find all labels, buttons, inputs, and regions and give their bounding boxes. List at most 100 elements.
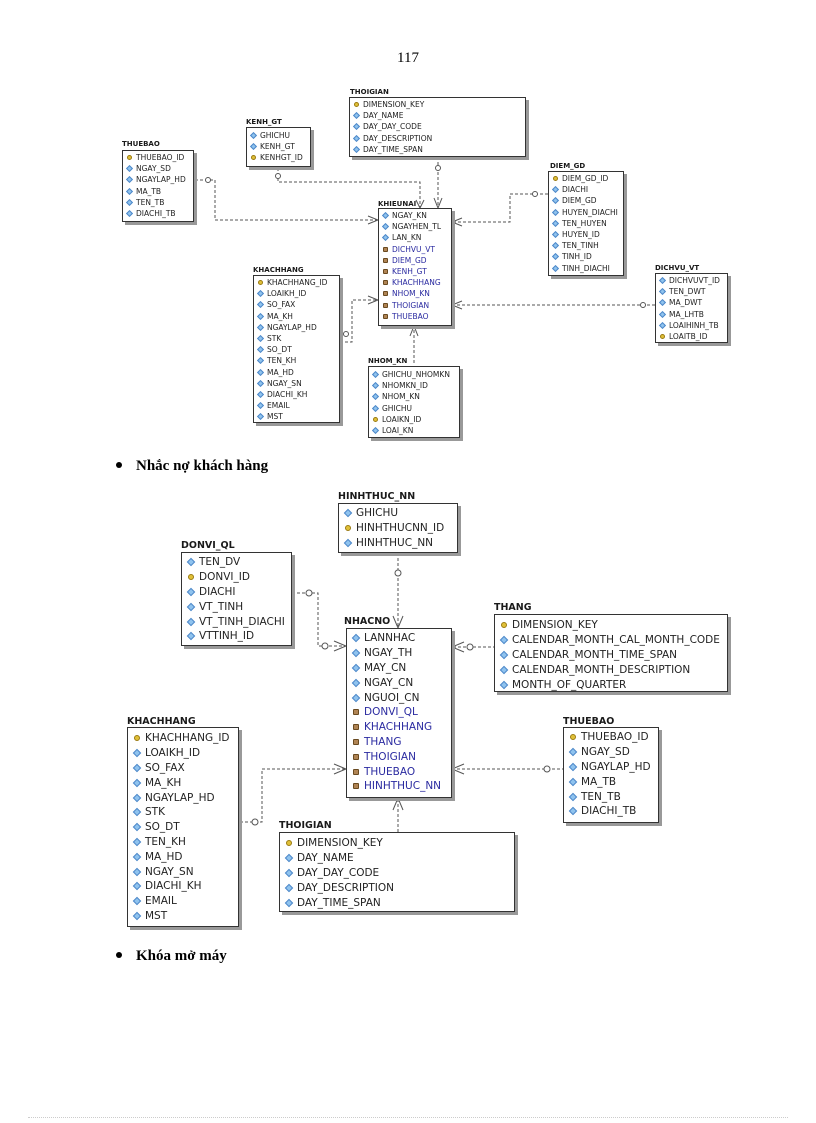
column-name: KHACHHANG_ID	[145, 732, 230, 745]
column-row: DIACHI_KH	[128, 879, 238, 894]
column-row: NGAY_SN	[254, 378, 339, 389]
column-name: THOIGIAN	[364, 750, 416, 763]
table-title-khieunai: KHIEUNAI	[378, 200, 417, 208]
rel-diemgd-khieunai	[452, 193, 548, 223]
column-icon	[132, 822, 142, 832]
column-icon	[351, 693, 361, 702]
column-name: KHACHHANG	[392, 278, 441, 288]
column-icon	[132, 852, 142, 862]
column-icon	[256, 368, 265, 376]
table-title-kenh-gt: KENH_GT	[246, 118, 282, 126]
column-icon	[132, 837, 142, 847]
column-row: DAY_NAME	[280, 851, 514, 866]
column-row: THUEBAO	[379, 311, 451, 322]
column-row: LOAIKH_ID	[128, 746, 238, 761]
column-row: DAY_TIME_SPAN	[280, 895, 514, 910]
column-name: EMAIL	[145, 895, 177, 908]
column-name: DIACHI	[562, 185, 589, 195]
column-name: NGUOI_CN	[364, 691, 420, 704]
column-icon	[568, 777, 578, 787]
foreign-key-icon	[353, 768, 359, 775]
column-row: KHACHHANG	[347, 720, 451, 735]
column-icon	[658, 299, 667, 307]
foreign-key-icon	[383, 257, 388, 263]
column-name: HUYEN_ID	[562, 230, 600, 240]
column-name: CALENDAR_MONTH_CAL_MONTH_CODE	[512, 634, 720, 647]
column-row: DIACHI_KH	[254, 389, 339, 400]
column-name: DIACHI_KH	[267, 389, 308, 399]
bullet-nhac-no: Nhắc nợ khách hàng	[116, 458, 268, 475]
column-row: STK	[128, 805, 238, 820]
column-icon	[186, 587, 196, 597]
column-name: NGAY_TH	[364, 647, 413, 660]
column-row: NHOM_KN	[369, 391, 459, 402]
column-icon	[125, 198, 134, 206]
primary-key-icon	[134, 735, 140, 742]
column-row: DIMENSION_KEY	[495, 618, 727, 633]
column-icon	[352, 112, 361, 120]
table-title-thuebao-2: THUEBAO	[563, 716, 615, 727]
column-row: CALENDAR_MONTH_CAL_MONTH_CODE	[495, 633, 727, 648]
column-icon	[351, 648, 361, 658]
column-icon	[256, 301, 265, 309]
column-name: MA_KH	[267, 311, 293, 321]
page-divider	[28, 1117, 788, 1118]
column-name: LOAITB_ID	[669, 332, 708, 342]
column-icon	[499, 665, 509, 675]
column-row: HINHTHUC_NN	[347, 779, 451, 794]
column-icon	[352, 145, 361, 153]
column-row: DAY_TIME_SPAN	[350, 144, 525, 155]
foreign-key-icon	[353, 783, 359, 790]
column-row: NGAY_SN	[128, 864, 238, 879]
column-row: MST	[254, 411, 339, 422]
column-row: TEN_DV	[182, 555, 291, 570]
rel-donvi-nhacno	[292, 592, 346, 647]
column-row: DICHVUVT_ID	[656, 275, 727, 286]
column-row: DIACHI_TB	[123, 208, 193, 219]
column-name: DIACHI_KH	[145, 880, 202, 893]
column-name: MA_HD	[267, 367, 294, 377]
primary-key-icon	[251, 155, 256, 161]
column-row: DONVI_QL	[347, 705, 451, 720]
column-row: MAY_CN	[347, 661, 451, 676]
column-name: DAY_DESCRIPTION	[363, 133, 433, 143]
column-row: CALENDAR_MONTH_DESCRIPTION	[495, 662, 727, 677]
column-row: TINH_ID	[549, 251, 623, 262]
column-name: NGAY_SD	[581, 746, 630, 759]
foreign-key-icon	[353, 753, 359, 760]
column-name: HINHTHUC_NN	[364, 780, 442, 793]
column-row: MA_LHTB	[656, 309, 727, 320]
column-icon	[551, 230, 560, 239]
column-name: DAY_NAME	[363, 111, 404, 121]
column-icon	[352, 123, 361, 131]
column-row: NGAYHEN_TL	[379, 221, 451, 232]
table-title-thoigian-2: THOIGIAN	[279, 820, 332, 831]
column-row: CALENDAR_MONTH_TIME_SPAN	[495, 648, 727, 663]
column-icon	[371, 393, 380, 401]
column-icon	[256, 402, 265, 410]
column-name: LOAIKH_ID	[145, 747, 201, 760]
column-name: MA_TB	[581, 775, 617, 788]
column-row: SO_DT	[128, 820, 238, 835]
column-row: NGAYLAP_HD	[128, 790, 238, 805]
column-row: TEN_TB	[123, 197, 193, 208]
column-name: SO_DT	[267, 345, 292, 355]
column-name: MA_LHTB	[669, 309, 704, 319]
foreign-key-icon	[383, 291, 388, 297]
column-name: DIMENSION_KEY	[297, 837, 383, 850]
primary-key-icon	[373, 416, 378, 422]
column-name: STK	[145, 806, 165, 819]
column-row: NGAY_SD	[123, 163, 193, 174]
column-row: GHICHU	[247, 130, 310, 141]
column-row: NHOMKN_ID	[369, 380, 459, 391]
column-row: KHACHHANG	[379, 277, 451, 288]
column-name: TEN_HUYEN	[562, 218, 607, 228]
column-row: MA_TB	[564, 774, 658, 789]
column-icon	[371, 371, 380, 379]
